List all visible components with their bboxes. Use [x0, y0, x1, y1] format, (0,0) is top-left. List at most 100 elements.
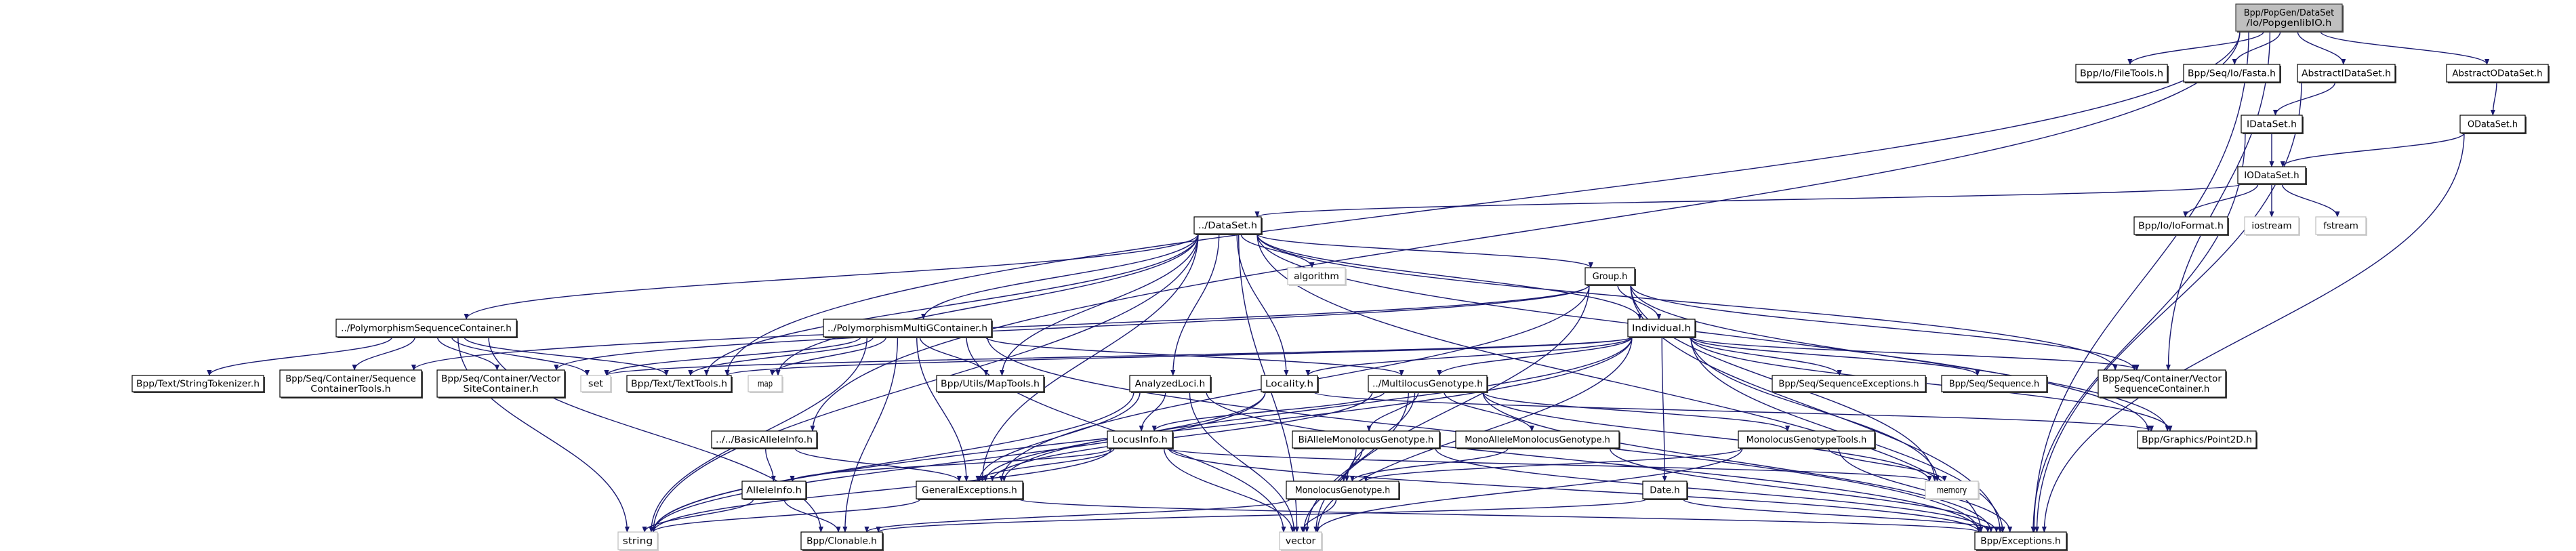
edge-locusinfo-to-string	[651, 447, 1112, 533]
node-monotools[interactable]: MonolocusGenotypeTools.h	[1738, 430, 1876, 449]
node-seqcontainertools[interactable]: Bpp/Seq/Container/SequenceContainerTools…	[279, 369, 423, 399]
node-seqexceptions[interactable]: Bpp/Seq/SequenceExceptions.h	[1772, 375, 1927, 393]
node-stringtokenizer[interactable]: Bpp/Text/StringTokenizer.h	[131, 375, 265, 393]
node-shadow	[1774, 377, 1927, 393]
node-alleleinfo[interactable]: AlleleInfo.h	[741, 481, 807, 500]
node-box	[2237, 166, 2306, 184]
node-shadow	[1587, 269, 1636, 286]
node-vector: vector	[1279, 531, 1323, 551]
node-absodataset[interactable]: AbstractODataSet.h	[2446, 64, 2550, 83]
edge-dataset-to-group	[1256, 233, 1593, 268]
node-shadow	[582, 377, 612, 393]
node-shadow	[1644, 483, 1688, 500]
node-fasta[interactable]: Bpp/Seq/Io/Fasta.h	[2183, 64, 2281, 83]
edge-individual-to-multilocus	[1437, 336, 1633, 376]
node-analyzedloci[interactable]: AnalyzedLoci.h	[1129, 375, 1212, 393]
node-ioformat[interactable]: Bpp/Io/IoFormat.h	[2133, 216, 2229, 236]
node-shadow	[1457, 432, 1620, 449]
edge-polyseq-to-stringtokenizer	[207, 336, 393, 376]
node-box	[2075, 64, 2168, 83]
node-locusinfo[interactable]: LocusInfo.h	[1107, 430, 1174, 449]
edge-alleleinfo-to-string	[642, 498, 754, 533]
node-shadow	[1294, 432, 1441, 449]
node-shadow	[2077, 66, 2169, 83]
edge-multilocus-to-vector	[1304, 391, 1410, 533]
node-box	[1129, 375, 1211, 392]
node-box	[1642, 481, 1688, 499]
node-box	[2235, 3, 2343, 32]
edge-monotools-to-vector	[1315, 447, 1743, 533]
node-odataset[interactable]: ODataSet.h	[2459, 115, 2527, 134]
node-label: GeneralExceptions.h	[922, 486, 1017, 496]
node-monolocus[interactable]: MonolocusGenotype.h	[1286, 481, 1400, 500]
node-vectorseqcontainer[interactable]: Bpp/Seq/Container/VectorSequenceContaine…	[2098, 369, 2227, 399]
node-shadow	[1629, 321, 1696, 338]
node-label: vector	[1286, 537, 1316, 547]
edge-odataset-to-exceptions	[2041, 132, 2465, 533]
node-label: AlleleInfo.h	[746, 486, 802, 496]
node-point2d[interactable]: Bpp/Graphics/Point2D.h	[2137, 430, 2257, 449]
node-generalexceptions[interactable]: GeneralExceptions.h	[916, 481, 1024, 500]
node-maptools[interactable]: Bpp/Utils/MapTools.h	[936, 375, 1045, 393]
node-shadow	[2448, 66, 2550, 83]
node-polyseq[interactable]: ../PolymorphismSequenceContainer.h	[335, 319, 518, 338]
node-label: string	[623, 537, 653, 547]
node-box	[2183, 64, 2281, 83]
node-box	[916, 481, 1023, 499]
node-box	[1974, 531, 2067, 550]
node-basicalleleinfo[interactable]: ../../BasicAlleleInfo.h	[711, 430, 818, 449]
edge-odataset-to-iodataset	[2280, 132, 2465, 167]
node-date[interactable]: Date.h	[1642, 481, 1688, 500]
node-absidataset[interactable]: AbstractIDataSet.h	[2297, 64, 2396, 83]
edge-polymultig-to-maptools	[919, 336, 989, 376]
node-label: /Io/PopgenlibIO.h	[2247, 18, 2332, 28]
node-locality[interactable]: Locality.h	[1261, 375, 1319, 393]
edge-group-to-vectorsitecontainer	[554, 284, 1590, 371]
node-clonable[interactable]: Bpp/Clonable.h	[800, 531, 884, 551]
edge-polymultig-to-set	[604, 336, 861, 376]
node-shadow	[281, 371, 423, 399]
node-iodataset[interactable]: IODataSet.h	[2237, 166, 2307, 185]
node-box	[2241, 115, 2303, 134]
edge-individual-to-texttools	[724, 336, 1633, 376]
edge-multilocus-to-generalexceptions	[989, 391, 1373, 482]
node-label: map	[758, 380, 773, 390]
edge-basicalleleinfo-to-generalexceptions	[794, 447, 962, 482]
node-multilocus[interactable]: ../MultilocusGenotype.h	[1368, 375, 1488, 393]
node-box	[2137, 430, 2257, 449]
node-biallele[interactable]: BiAlleleMonolocusGenotype.h	[1292, 430, 1441, 449]
node-sequence[interactable]: Bpp/Seq/Sequence.h	[1941, 375, 2048, 393]
edge-individual-to-memory	[1690, 336, 1940, 482]
nodes-layer: Bpp/PopGen/DataSet/Io/PopgenlibIO.hBpp/I…	[131, 3, 2550, 551]
node-label: ../MultilocusGenotype.h	[1372, 380, 1483, 390]
node-shadow	[1288, 483, 1400, 500]
node-box	[2315, 216, 2367, 235]
node-box	[1925, 481, 1979, 499]
node-shadow	[1976, 533, 2068, 551]
node-polymultig[interactable]: ../PolymorphismMultiGContainer.h	[823, 319, 993, 338]
node-shadow	[338, 321, 518, 338]
edge-root-to-absidataset	[2297, 30, 2346, 65]
node-individual[interactable]: Individual.h	[1627, 319, 1696, 338]
node-box	[1286, 481, 1399, 499]
node-exceptions[interactable]: Bpp/Exceptions.h	[1974, 531, 2068, 551]
node-box	[936, 375, 1044, 392]
edge-monoallele-to-monolocus	[1349, 447, 1509, 482]
node-group[interactable]: Group.h	[1585, 267, 1636, 286]
node-shadow	[2239, 168, 2307, 185]
node-monoallele[interactable]: MonoAlleleMonolocusGenotype.h	[1455, 430, 1620, 449]
node-dataset[interactable]: ../DataSet.h	[1193, 216, 1263, 235]
node-root[interactable]: Bpp/PopGen/DataSet/Io/PopgenlibIO.h	[2235, 3, 2344, 33]
node-idataset[interactable]: IDataSet.h	[2241, 115, 2304, 134]
node-label: Bpp/Seq/Sequence.h	[1949, 380, 2039, 390]
node-texttools[interactable]: Bpp/Text/TextTools.h	[626, 375, 733, 393]
edge-polyseq-to-set	[451, 336, 590, 376]
edge-dataset-to-analyzedloci	[1170, 233, 1220, 376]
node-box	[1627, 319, 1696, 338]
edge-dataset-to-point2d	[1256, 233, 2151, 432]
node-label: ContainerTools.h	[310, 384, 390, 394]
node-shadow	[1131, 377, 1212, 393]
node-filetools[interactable]: Bpp/Io/FileTools.h	[2075, 64, 2169, 83]
node-label: ../../BasicAlleleInfo.h	[716, 435, 813, 445]
